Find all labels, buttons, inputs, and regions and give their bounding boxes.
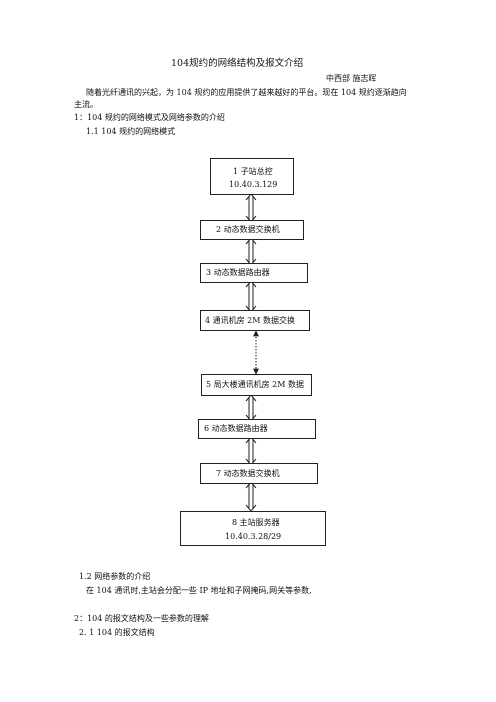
node-1-ip: 10.40.3.129 bbox=[229, 180, 278, 189]
node-4-label: 4 通讯机房 2M 数据交换 bbox=[205, 316, 295, 325]
connector-3-4 bbox=[245, 280, 257, 313]
connector-1-2 bbox=[245, 193, 257, 223]
node-4-comms-room-2m-exchange: 4 通讯机房 2M 数据交换 bbox=[200, 310, 310, 331]
connector-6-7 bbox=[245, 436, 257, 466]
connector-5-6 bbox=[245, 394, 257, 422]
node-5-label: 5 局大楼通讯机房 2M 数据 bbox=[206, 380, 304, 389]
node-7-dynamic-data-switch: 7 动态数据交换机 bbox=[200, 463, 318, 484]
node-6-label: 6 动态数据路由器 bbox=[204, 424, 268, 433]
section-1-2-heading: 1.2 网络参数的介绍 bbox=[79, 572, 151, 581]
node-8-master-station-server: 8 主站服务器 10.40.3.28/29 bbox=[180, 511, 326, 546]
node-2-label: 2 动态数据交换机 bbox=[216, 225, 280, 234]
node-2-dynamic-data-switch: 2 动态数据交换机 bbox=[200, 220, 304, 240]
intro-line-1: 随着光纤通讯的兴起，为 104 规约的应用提供了越来越好的平台。现在 104 规… bbox=[86, 88, 407, 97]
node-6-dynamic-data-router: 6 动态数据路由器 bbox=[198, 419, 316, 439]
section-2-heading: 2：104 的报文结构及一些参数的理解 bbox=[74, 614, 209, 623]
section-2-1-heading: 2. 1 104 的报文结构 bbox=[79, 628, 155, 637]
connector-7-8 bbox=[245, 481, 257, 512]
node-1-substation-master: 1 子站总控 10.40.3.129 bbox=[210, 158, 294, 195]
node-3-label: 3 动态数据路由器 bbox=[206, 268, 270, 277]
node-7-label: 7 动态数据交换机 bbox=[216, 469, 280, 478]
section-1-heading: 1：104 规约的网络模式及网络参数的介绍 bbox=[74, 113, 225, 122]
node-8-label: 8 主站服务器 bbox=[232, 518, 280, 527]
author-line: 中西部 施志晖 bbox=[326, 74, 377, 83]
node-5-building-comms-room-2m-data: 5 局大楼通讯机房 2M 数据 bbox=[201, 374, 312, 396]
node-3-dynamic-data-router: 3 动态数据路由器 bbox=[200, 263, 308, 283]
document-title: 104规约的网络结构及报文介绍 bbox=[171, 58, 304, 69]
connector-2-3 bbox=[245, 237, 257, 266]
section-1-2-text: 在 104 通讯时,主站会分配一些 IP 地址和子网掩码,网关等参数, bbox=[86, 586, 312, 595]
section-1-1-heading: 1.1 104 规约的网络模式 bbox=[86, 127, 176, 136]
node-1-label: 1 子站总控 bbox=[233, 167, 273, 176]
intro-line-2: 主流。 bbox=[74, 100, 98, 109]
node-8-ip: 10.40.3.28/29 bbox=[225, 532, 282, 541]
